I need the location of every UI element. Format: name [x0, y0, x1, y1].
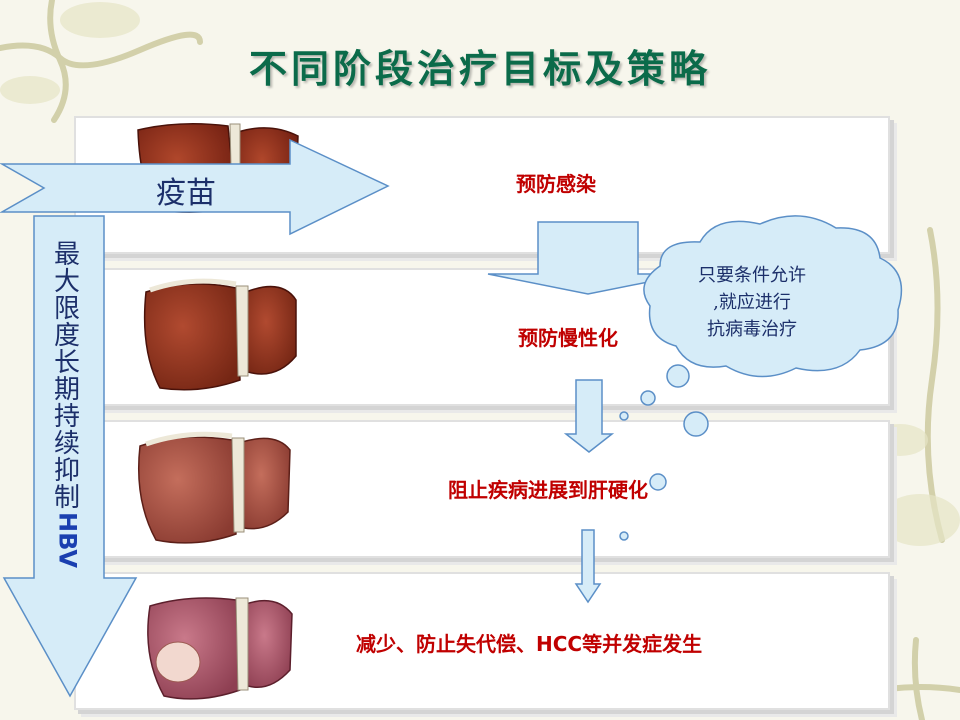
page-title: 不同阶段治疗目标及策略	[248, 46, 711, 91]
down-arrow-medium	[563, 379, 615, 453]
cloud-text: 只要条件允许 ,就应进行 抗病毒治疗	[672, 262, 832, 343]
cloud-line-1: 只要条件允许	[698, 265, 806, 286]
stage-3-goal: 阻止疾病进展到肝硬化	[448, 478, 648, 502]
down-arrow-large	[487, 221, 689, 295]
stage-1-goal: 预防感染	[516, 172, 596, 196]
stage-2-goal: 预防慢性化	[518, 326, 618, 350]
stage-4-goal: 减少、防止失代偿、HCC等并发症发生	[356, 632, 703, 656]
long-term-suppression-arrow	[2, 215, 138, 698]
liver-image-fibrosis	[137, 431, 291, 544]
liver-image-chronic	[143, 278, 297, 391]
long-term-suppression-hbv: HBV	[53, 512, 82, 568]
vaccine-arrow	[0, 138, 390, 236]
liver-image-cirrhosis-hcc	[147, 597, 293, 700]
thought-cloud	[619, 215, 903, 541]
down-arrow-small	[574, 529, 602, 604]
cloud-line-3: 抗病毒治疗	[707, 319, 797, 340]
long-term-suppression-text: 最大限度长期持续抑制	[53, 240, 80, 513]
cloud-line-2: ,就应进行	[713, 292, 791, 313]
long-term-suppression-label: 最大限度长期持续抑制 HBV	[52, 242, 82, 568]
vaccine-label: 疫苗	[156, 176, 216, 211]
